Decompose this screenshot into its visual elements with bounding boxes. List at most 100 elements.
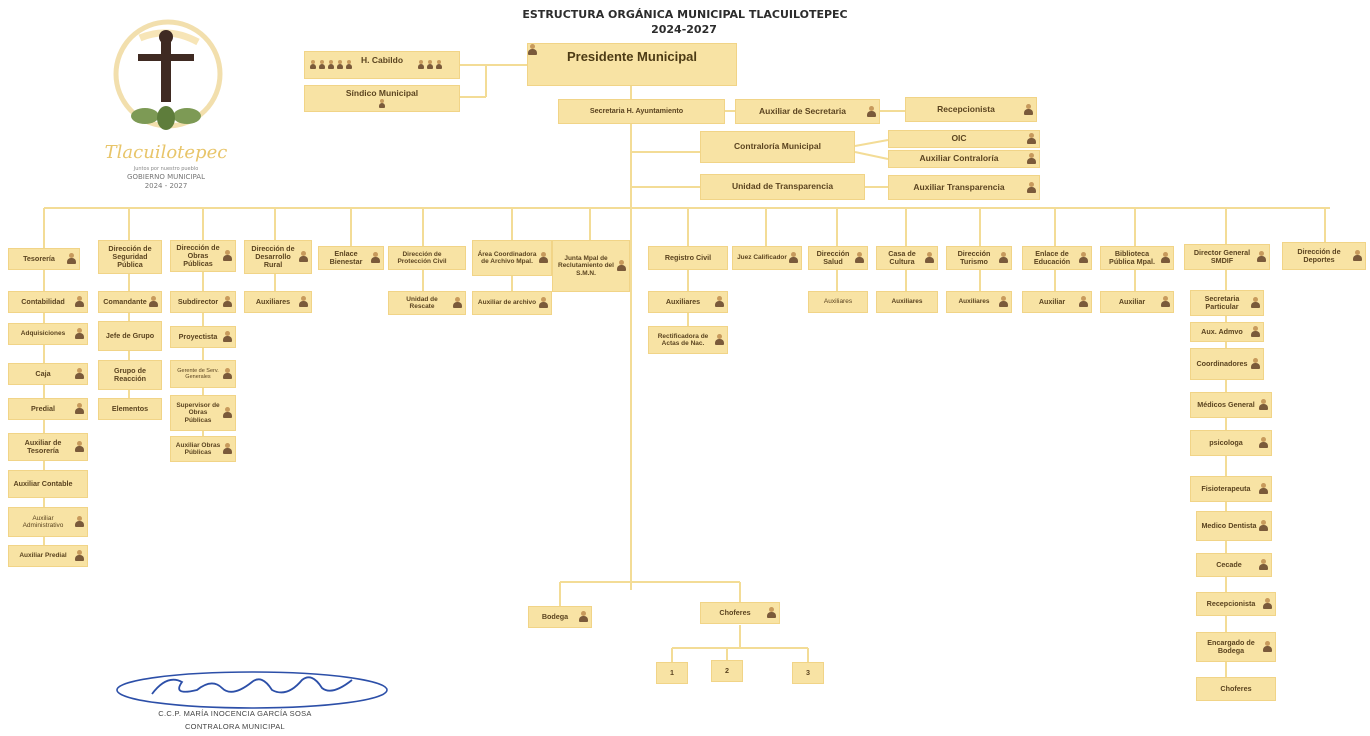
person-icon (371, 252, 380, 264)
dif-psicologa-label: psicologa (1209, 437, 1243, 447)
bodega-box: Bodega (528, 606, 592, 628)
person-icon (418, 60, 424, 69)
turismo-label: Dirección Turismo (957, 248, 991, 266)
chofer-1-box: 1 (656, 662, 688, 684)
jefe-grupo-box: Jefe de Grupo (98, 321, 162, 351)
person-icon (579, 611, 588, 623)
person-icon (1263, 598, 1272, 610)
cultura-label: Casa de Cultura (888, 248, 916, 266)
smdif-label: Director General SMDIF (1193, 247, 1251, 265)
contraloria-label: Contraloría Municipal (734, 141, 821, 152)
smdif-box: Director General SMDIF (1184, 244, 1270, 270)
cultura-aux-box: Auxiliares (876, 291, 938, 313)
dif-aux-admvo-box: Aux. Admvo (1190, 322, 1264, 342)
person-icon (453, 297, 462, 309)
aux-contraloria-label: Auxiliar Contraloría (919, 153, 999, 164)
auxiliar-contable-label: Auxiliar Contable (13, 478, 73, 488)
junta-label: Junta Mpal de Reclutamiento del S.M.N. (558, 254, 614, 277)
municipal-logo: Tlacuilotepec Juntos por nuestro pueblo … (105, 19, 228, 190)
dif-coordinadores-box: Coordinadores (1190, 348, 1264, 380)
seguridad-label: Dirección de Seguridad Pública (108, 243, 152, 270)
logo-script-text: Tlacuilotepec (105, 142, 228, 163)
proteccion-label: Dirección de Protección Civil (397, 250, 447, 265)
educacion-aux-label: Auxiliar (1038, 296, 1066, 306)
chofer-2-box: 2 (711, 660, 743, 682)
dif-choferes-box: Choferes (1196, 677, 1276, 701)
recepcionista-box: Recepcionista (905, 97, 1037, 122)
turismo-box: Dirección Turismo (946, 246, 1012, 270)
obras-label: Dirección de Obras Públicas (176, 242, 220, 269)
registro-aux-box: Auxiliares (648, 291, 728, 313)
person-icon (855, 252, 864, 264)
tesoreria-box: Tesorería (8, 248, 80, 270)
caja-label: Caja (35, 368, 51, 378)
juez-label: Juez Calificador (737, 254, 787, 262)
person-icon (1257, 251, 1266, 263)
person-icon (617, 260, 626, 272)
gerente-label: Gerente de Serv. Generales (177, 367, 219, 380)
desarrollo-box: Dirección de Desarrollo Rural (244, 240, 312, 274)
person-icon (1027, 181, 1036, 194)
person-icon (337, 60, 343, 69)
chofer-3-box: 3 (792, 662, 824, 684)
person-icon (715, 334, 724, 346)
junta-box: Junta Mpal de Reclutamiento del S.M.N. (552, 240, 630, 292)
elementos-box: Elementos (98, 398, 162, 420)
auxiliar-predial-label: Auxiliar Predial (19, 552, 67, 560)
person-icon (1259, 520, 1268, 532)
signature-role: CONTRALORA MUNICIPAL (184, 722, 286, 731)
biblioteca-aux-box: Auxiliar (1100, 291, 1174, 313)
auxiliar-contable-box: Auxiliar Contable (8, 470, 88, 498)
biblioteca-label: Biblioteca Pública Mpal. (1109, 248, 1155, 266)
aux-secretaria-label: Auxiliar de Secretaria (759, 105, 846, 116)
deportes-label: Dirección de Deportes (1297, 246, 1341, 264)
person-icon (223, 250, 232, 262)
cabildo-label: H. Cabildo (360, 55, 404, 65)
person-icon (1263, 641, 1272, 653)
obras-box: Dirección de Obras Públicas (170, 240, 236, 272)
person-icon (1251, 297, 1260, 309)
person-icon (75, 368, 84, 380)
elementos-label: Elementos (111, 403, 149, 413)
dif-cecade-box: Cecade (1196, 553, 1272, 577)
tesoreria-label: Tesorería (23, 253, 55, 263)
rescate-label: Unidad de Rescate (406, 295, 438, 310)
auxiliar-administrativo-label: Auxiliar Administrativo (22, 514, 64, 529)
person-icon (1161, 296, 1170, 308)
person-icon (1027, 133, 1036, 145)
person-icon (1251, 326, 1260, 338)
desarrollo-aux-label: Auxiliares (255, 296, 291, 306)
archivo-label: Área Coordinadora de Archivo Mpal. (477, 250, 537, 265)
cabildo-members-left (310, 60, 352, 69)
subdirector-label: Subdirector (177, 296, 219, 306)
secretaria-box: Secretaria H. Ayuntamiento (558, 99, 725, 124)
person-icon (75, 441, 84, 453)
grupo-reaccion-box: Grupo de Reacción (98, 360, 162, 390)
sindico-label: Síndico Municipal (345, 88, 419, 99)
educacion-box: Enlace de Educación (1022, 246, 1092, 270)
salud-aux-box: Auxiliares (808, 291, 868, 313)
proteccion-box: Dirección de Protección Civil (388, 246, 466, 270)
educacion-aux-box: Auxiliar (1022, 291, 1092, 313)
handwritten-signature (116, 671, 388, 709)
secretaria-label: Secretaria H. Ayuntamiento (589, 106, 684, 116)
person-icon (75, 296, 84, 308)
contabilidad-box: Contabilidad (8, 291, 88, 313)
educacion-label: Enlace de Educación (1033, 248, 1071, 266)
person-icon (925, 252, 934, 264)
proyectista-box: Proyectista (170, 326, 236, 348)
archivo-box: Área Coordinadora de Archivo Mpal. (472, 240, 552, 276)
choferes-box: Choferes (700, 602, 780, 624)
aux-transparencia-box: Auxiliar Transparencia (888, 175, 1040, 200)
adquisiciones-box: Adquisiciones (8, 323, 88, 345)
salud-aux-label: Auxiliares (823, 298, 853, 306)
person-icon (346, 60, 352, 69)
contabilidad-label: Contabilidad (21, 296, 65, 306)
auxiliar-tesoreria-label: Auxiliar de Tesorería (24, 437, 62, 455)
person-icon (1259, 399, 1268, 411)
rescate-box: Unidad de Rescate (388, 291, 466, 315)
gerente-box: Gerente de Serv. Generales (170, 360, 236, 388)
person-icon (539, 252, 548, 264)
salud-label: Dirección Salud (816, 248, 850, 266)
cultura-box: Casa de Cultura (876, 246, 938, 270)
